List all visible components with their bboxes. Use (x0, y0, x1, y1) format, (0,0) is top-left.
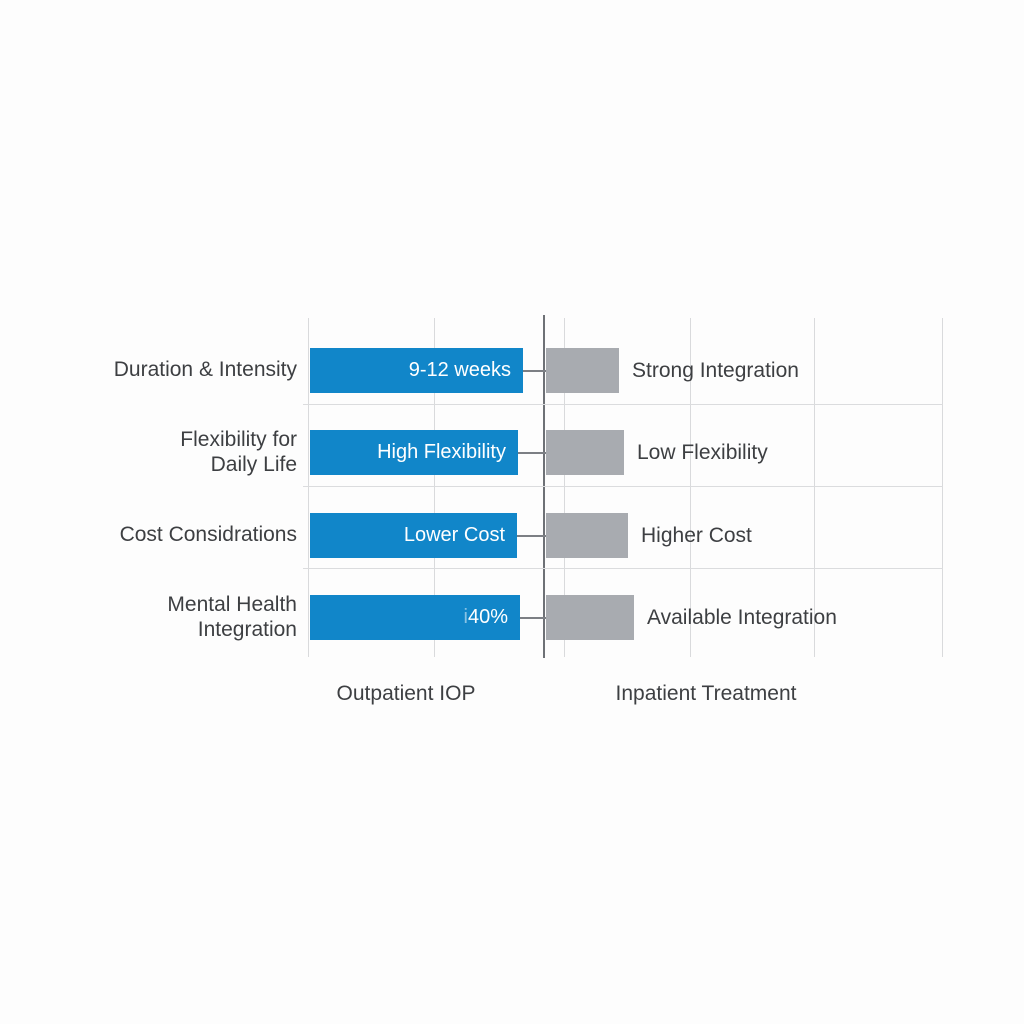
inpatient-bar-label: Available Integration (647, 606, 837, 629)
inpatient-bar (546, 430, 624, 475)
row-connector-line (517, 534, 546, 537)
row-separator (303, 404, 943, 405)
row-connector-line (523, 369, 546, 372)
bar-value-label: Lower Cost (403, 524, 505, 546)
category-label-line: Duration & Intensity (113, 358, 297, 381)
gridline-vertical (564, 318, 565, 657)
gridline-vertical (434, 318, 435, 657)
axis-label-outpatient-iop: Outpatient IOP (336, 682, 476, 705)
gridline-vertical (942, 318, 943, 657)
bar-label-faint-prefix: i (463, 606, 468, 628)
inpatient-bar-label: Low Flexibility (637, 441, 768, 464)
axis-label-inpatient-treatment: Inpatient Treatment (615, 682, 797, 705)
category-label-line: Integration (197, 617, 297, 641)
category-label-line: Daily Life (210, 452, 297, 476)
row-connector-line (520, 616, 546, 619)
bar-value-label: 40% (467, 606, 508, 628)
inpatient-bar (546, 595, 634, 640)
category-label-line: Mental Health (167, 592, 297, 616)
inpatient-bar-label: Strong Integration (632, 359, 799, 382)
row-separator (303, 486, 943, 487)
bar-value-label: High Flexibility (377, 441, 506, 463)
inpatient-bar-label: Higher Cost (641, 524, 752, 547)
gridline-vertical (814, 318, 815, 657)
outpatient-bar: 9-12 weeks (310, 348, 523, 393)
row-connector-line (518, 451, 546, 454)
category-label: Cost Considrations (57, 522, 297, 547)
category-label: Duration & Intensity (57, 357, 297, 382)
outpatient-bar: Lower Cost (310, 513, 517, 558)
gridline-vertical (308, 318, 309, 657)
outpatient-bar: High Flexibility (310, 430, 518, 475)
row-separator (303, 568, 943, 569)
gridline-vertical (690, 318, 691, 657)
bar-value-label: 9-12 weeks (408, 359, 511, 381)
category-label-line: Flexibility for (180, 427, 297, 451)
inpatient-bar (546, 513, 628, 558)
inpatient-bar (546, 348, 619, 393)
category-label-line: Cost Considrations (119, 523, 297, 546)
